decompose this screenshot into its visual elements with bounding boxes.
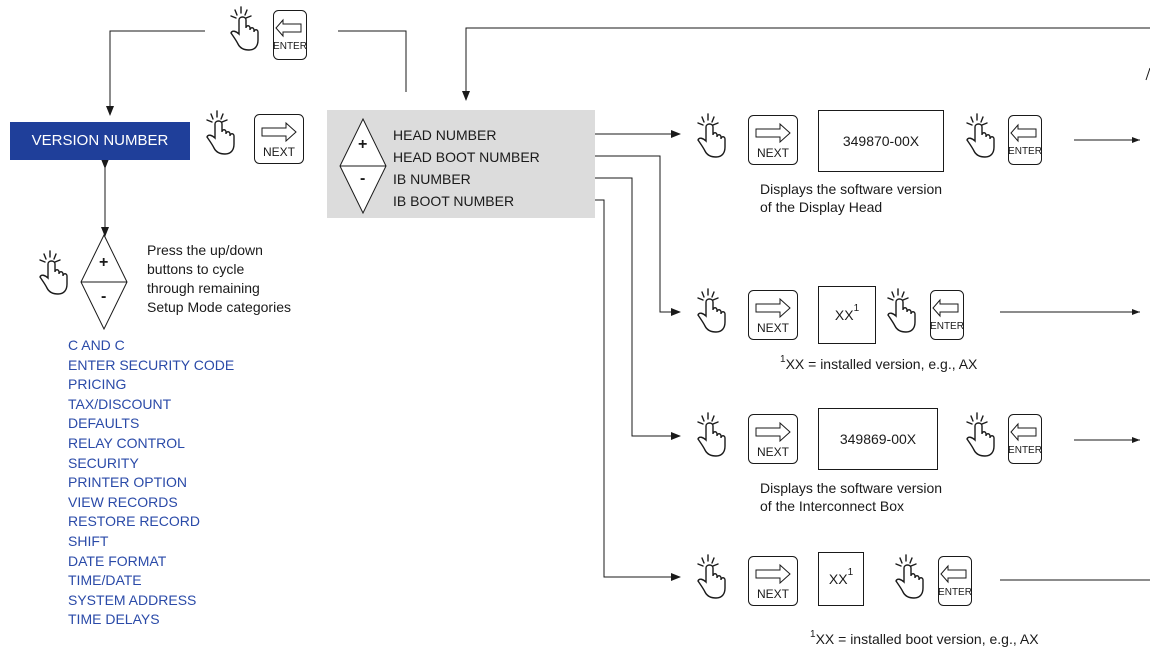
next-key-label: NEXT [756, 321, 789, 335]
hand-press-icon [892, 554, 926, 605]
display-value: XX [834, 307, 854, 323]
cycle-note-line: Setup Mode categories [147, 299, 291, 315]
hand-press-icon [36, 250, 70, 301]
category-list: C AND C ENTER SECURITY CODE PRICING TAX/… [68, 336, 234, 630]
cycle-note-line: buttons to cycle [147, 261, 245, 277]
menu-item-ib-number[interactable]: IB NUMBER [393, 171, 471, 187]
category-item[interactable]: SYSTEM ADDRESS [68, 591, 197, 608]
category-item[interactable]: TIME DELAYS [68, 611, 160, 628]
enter-key-icon[interactable]: ENTER [1008, 414, 1042, 469]
plus-label: + [99, 254, 109, 271]
note-line: Displays the software version [760, 181, 943, 197]
category-item[interactable]: SECURITY [68, 454, 139, 471]
enter-key-icon[interactable]: ENTER [930, 290, 964, 345]
loop-line-left [106, 30, 205, 116]
display-superscript: 1 [847, 566, 854, 578]
category-item[interactable]: TAX/DISCOUNT [68, 395, 172, 412]
cycle-note-line: Press the up/down [147, 242, 263, 258]
hand-press-icon [227, 6, 261, 57]
note-interconnect-box: Displays the software version of the Int… [760, 479, 942, 515]
connector-ib-boot [552, 199, 681, 581]
next-key-label: NEXT [262, 145, 295, 159]
display-superscript: 1 [853, 302, 860, 314]
footnote-superscript: 1 [810, 629, 816, 640]
enter-key-icon[interactable]: ENTER [1008, 115, 1042, 170]
cycle-note-line: through remaining [147, 280, 260, 296]
menu-item-ib-boot-number[interactable]: IB BOOT NUMBER [393, 193, 515, 209]
note-line: Displays the software version [760, 480, 943, 496]
next-key-label: NEXT [756, 146, 789, 160]
hand-press-icon [694, 412, 728, 463]
footnote-superscript: 1 [780, 354, 786, 365]
category-item[interactable]: DEFAULTS [68, 415, 140, 432]
footnote-text: XX = installed boot version, e.g., AX [815, 631, 1039, 647]
hand-press-icon [694, 113, 728, 164]
enter-key-label: ENTER [1008, 146, 1042, 157]
next-key-label: NEXT [756, 587, 789, 601]
next-key-label: NEXT [756, 445, 789, 459]
next-key-icon[interactable]: NEXT [748, 556, 798, 611]
note-line: of the Display Head [760, 199, 883, 215]
plus-label: + [358, 136, 368, 153]
note-line: of the Interconnect Box [760, 498, 904, 514]
category-item[interactable]: ENTER SECURITY CODE [68, 356, 235, 373]
next-key-icon[interactable]: NEXT [748, 115, 798, 170]
enter-key-icon[interactable]: ENTER [938, 556, 972, 611]
connector-head-boot [578, 155, 681, 316]
edge-arrow [1145, 67, 1150, 81]
note-display-head: Displays the software version of the Dis… [760, 180, 942, 216]
cycle-note: Press the up/down buttons to cycle throu… [147, 241, 291, 317]
version-number-box: VERSION NUMBER [10, 122, 190, 160]
hand-press-icon [963, 113, 997, 164]
display-value: XX [828, 571, 848, 587]
footnote-ib-boot: 1XX = installed boot version, e.g., AX [810, 629, 1039, 651]
enter-key-label: ENTER [938, 587, 972, 598]
hand-press-icon [203, 110, 237, 161]
category-item[interactable]: PRINTER OPTION [68, 474, 188, 491]
category-item[interactable]: C AND C [68, 337, 125, 353]
hand-press-icon [963, 412, 997, 463]
display-box-head-number: 349870-00X [818, 110, 944, 172]
next-key-icon[interactable]: NEXT [748, 290, 798, 345]
category-item[interactable]: RESTORE RECORD [68, 513, 200, 530]
hand-press-icon [694, 288, 728, 339]
return-line-down [462, 27, 812, 101]
minus-label: - [101, 288, 107, 305]
footnote-text: XX = installed version, e.g., AX [785, 356, 978, 372]
category-item[interactable]: VIEW RECORDS [68, 493, 178, 510]
enter-key-label: ENTER [273, 41, 307, 52]
updown-diamond-icon[interactable]: + - [80, 233, 128, 335]
category-item[interactable]: PRICING [68, 376, 127, 393]
minus-label: - [360, 170, 366, 187]
category-item[interactable]: SHIFT [68, 532, 109, 549]
hand-press-icon [694, 554, 728, 605]
footnote-head-boot: 1XX = installed version, e.g., AX [780, 354, 978, 376]
menu-item-head-number[interactable]: HEAD NUMBER [393, 127, 497, 143]
enter-key-icon[interactable]: ENTER [273, 10, 307, 65]
category-item[interactable]: TIME/DATE [68, 572, 142, 589]
enter-key-label: ENTER [1008, 445, 1042, 456]
display-value: 349870-00X [842, 133, 920, 149]
category-item[interactable]: DATE FORMAT [68, 552, 167, 569]
enter-key-label: ENTER [930, 321, 964, 332]
display-box-ib-number: 349869-00X [818, 408, 938, 470]
category-item[interactable]: RELAY CONTROL [68, 434, 185, 451]
loop-line-right [338, 30, 407, 92]
hand-press-icon [884, 288, 918, 339]
next-key-icon[interactable]: NEXT [254, 114, 304, 169]
display-value: 349869-00X [839, 431, 917, 447]
menu-item-head-boot-number[interactable]: HEAD BOOT NUMBER [393, 149, 540, 165]
next-key-icon[interactable]: NEXT [748, 414, 798, 469]
plus-minus-diamond-icon[interactable]: + - [339, 117, 387, 219]
